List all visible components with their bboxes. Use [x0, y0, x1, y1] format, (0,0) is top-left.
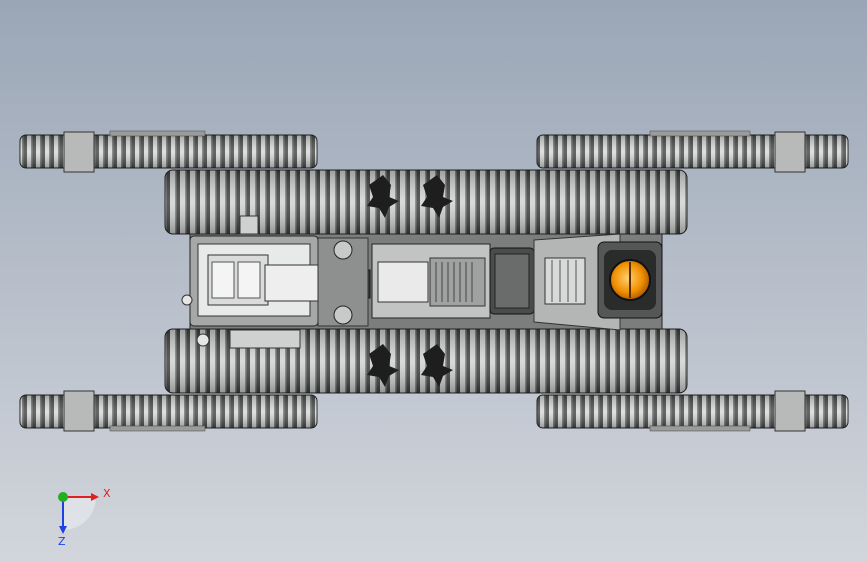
robot-model[interactable] — [19, 130, 849, 432]
y-axis-dot — [58, 492, 68, 502]
z-axis-label: Z — [58, 535, 66, 548]
chassis[interactable] — [189, 233, 663, 331]
x-axis-label: X — [103, 487, 111, 500]
sprocket-group — [367, 175, 453, 387]
front-right-flipper-track[interactable] — [536, 130, 849, 173]
front-left-flipper-track[interactable] — [19, 130, 318, 173]
rear-right-flipper-track[interactable] — [536, 390, 849, 432]
headlight[interactable] — [609, 259, 651, 301]
body-fasteners — [181, 215, 301, 349]
rear-left-flipper-track[interactable] — [19, 390, 318, 432]
axis-triad: X Z — [58, 487, 111, 548]
